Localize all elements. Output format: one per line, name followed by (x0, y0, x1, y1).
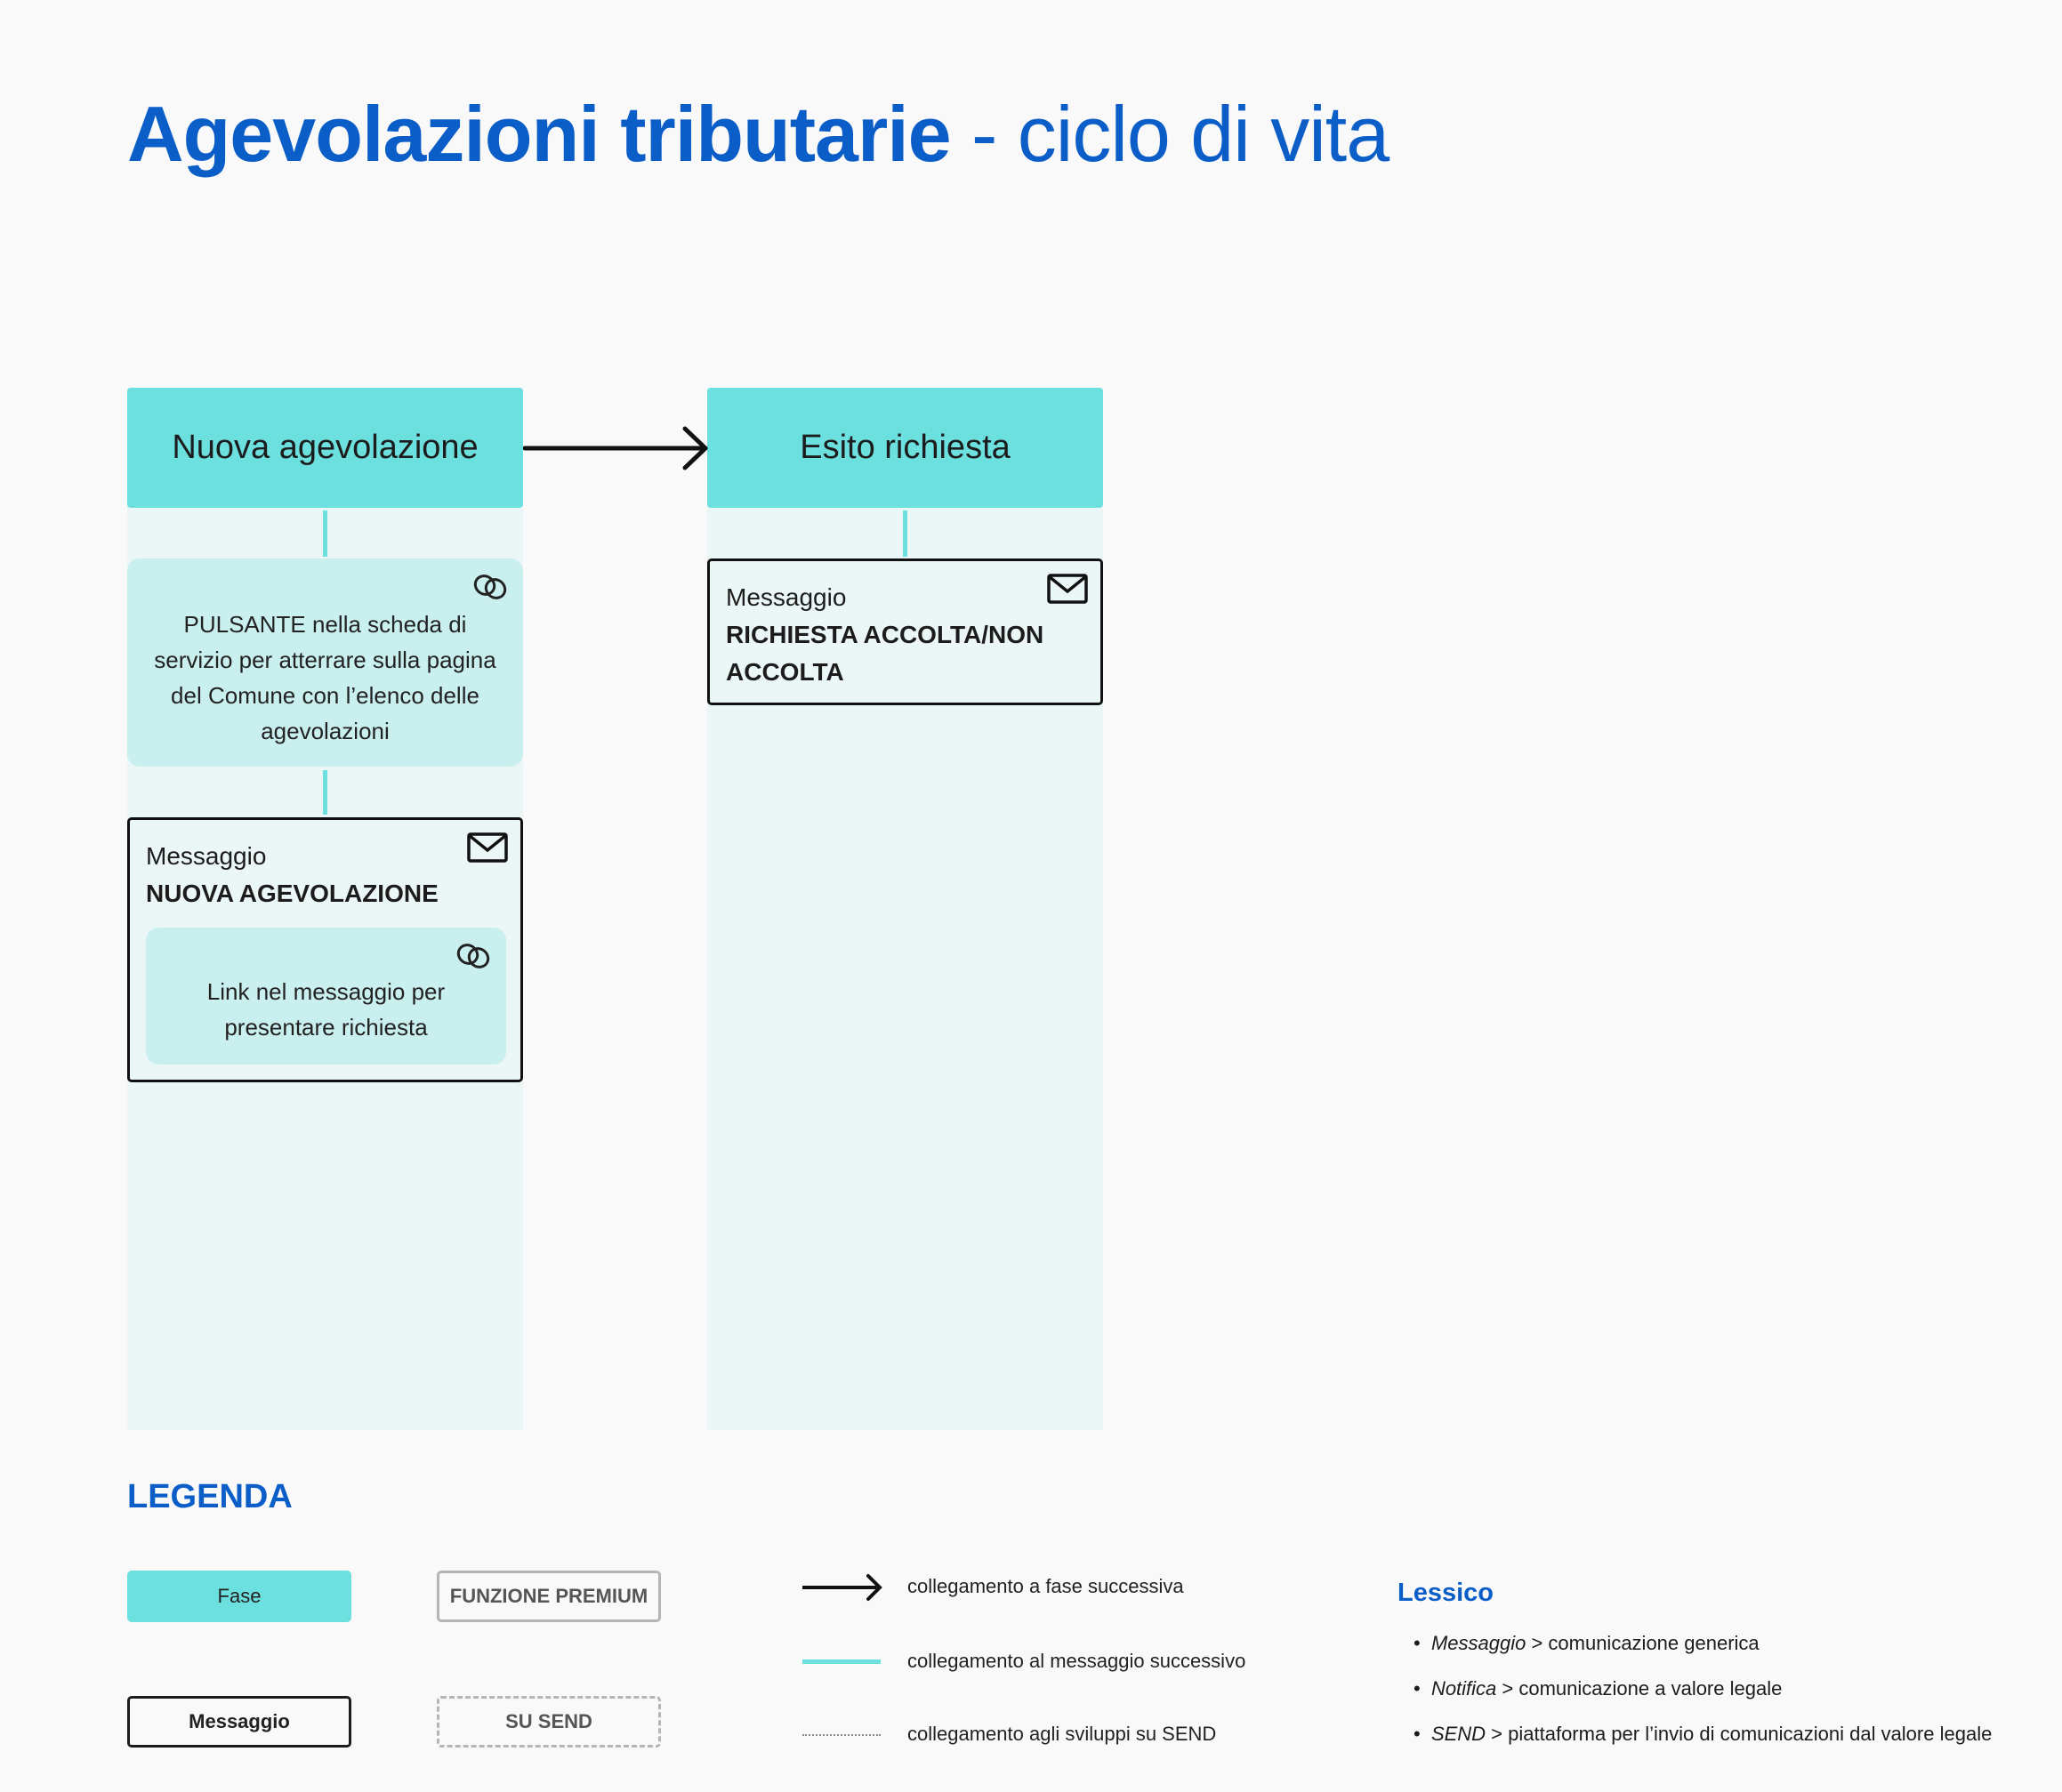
lessico-def: > piattaforma per l’invio di comunicazio… (1486, 1723, 1993, 1745)
lessico-item: • Messaggio > comunicazione generica (1414, 1632, 1760, 1654)
phase-esito-richiesta: Esito richiesta (707, 388, 1103, 508)
phase-nuova-agevolazione: Nuova agevolazione (127, 388, 523, 508)
lessico-def: > comunicazione generica (1526, 1632, 1760, 1654)
legend-fase: Fase (127, 1571, 351, 1622)
message-kind: Messaggio (146, 842, 267, 870)
message-kind: Messaggio (726, 583, 847, 611)
envelope-icon (467, 832, 508, 863)
lessico-def: > comunicazione a valore legale (1496, 1677, 1783, 1700)
link-card: Link nel messaggio per presentare richie… (146, 928, 506, 1065)
connector-line (903, 510, 907, 557)
button-card: PULSANTE nella scheda di servizio per at… (127, 558, 523, 767)
message-title: NUOVA AGEVOLAZIONE (146, 880, 439, 907)
title-bold: Agevolazioni tributarie (127, 90, 952, 178)
legend-line-text: collegamento al messaggio successivo (907, 1650, 1246, 1672)
message-card-nuova-agevolazione: Messaggio NUOVA AGEVOLAZIONE Link nel me… (127, 817, 523, 1082)
arrow-next-phase (523, 426, 708, 470)
legend-messaggio: Messaggio (127, 1696, 351, 1748)
message-title: RICHIESTA ACCOLTA/NON ACCOLTA (726, 621, 1044, 686)
lessico-item: • SEND > piattaforma per l’invio di comu… (1414, 1723, 1993, 1745)
link-icon (456, 944, 490, 968)
legend-premium: FUNZIONE PREMIUM (437, 1571, 661, 1622)
legend-send: SU SEND (437, 1696, 661, 1748)
legend-arrow-icon (802, 1574, 882, 1601)
legend-dotted-icon (802, 1734, 881, 1736)
lessico-term: SEND (1430, 1723, 1486, 1745)
connector-line (323, 510, 327, 557)
envelope-icon (1047, 574, 1088, 604)
lessico-title: Lessico (1397, 1579, 1494, 1607)
lessico-item: • Notifica > comunicazione a valore lega… (1414, 1677, 1783, 1700)
legend-dotted-text: collegamento agli sviluppi su SEND (907, 1723, 1217, 1745)
link-card-text: Link nel messaggio per presentare richie… (206, 978, 446, 1041)
legend-line-icon (802, 1659, 881, 1664)
lessico-term: Notifica (1430, 1677, 1497, 1700)
message-card-esito: Messaggio RICHIESTA ACCOLTA/NON ACCOLTA (707, 558, 1103, 705)
legend-title: LEGENDA (127, 1478, 293, 1515)
link-icon (473, 575, 507, 599)
button-card-text: PULSANTE nella scheda di servizio per at… (154, 611, 496, 744)
connector-line (323, 770, 327, 815)
page-title: Agevolazioni tributarie - ciclo di vita (127, 89, 1389, 180)
lessico-term: Messaggio (1430, 1632, 1526, 1654)
legend-arrow-text: collegamento a fase successiva (907, 1575, 1184, 1597)
title-rest: - ciclo di vita (950, 90, 1389, 178)
